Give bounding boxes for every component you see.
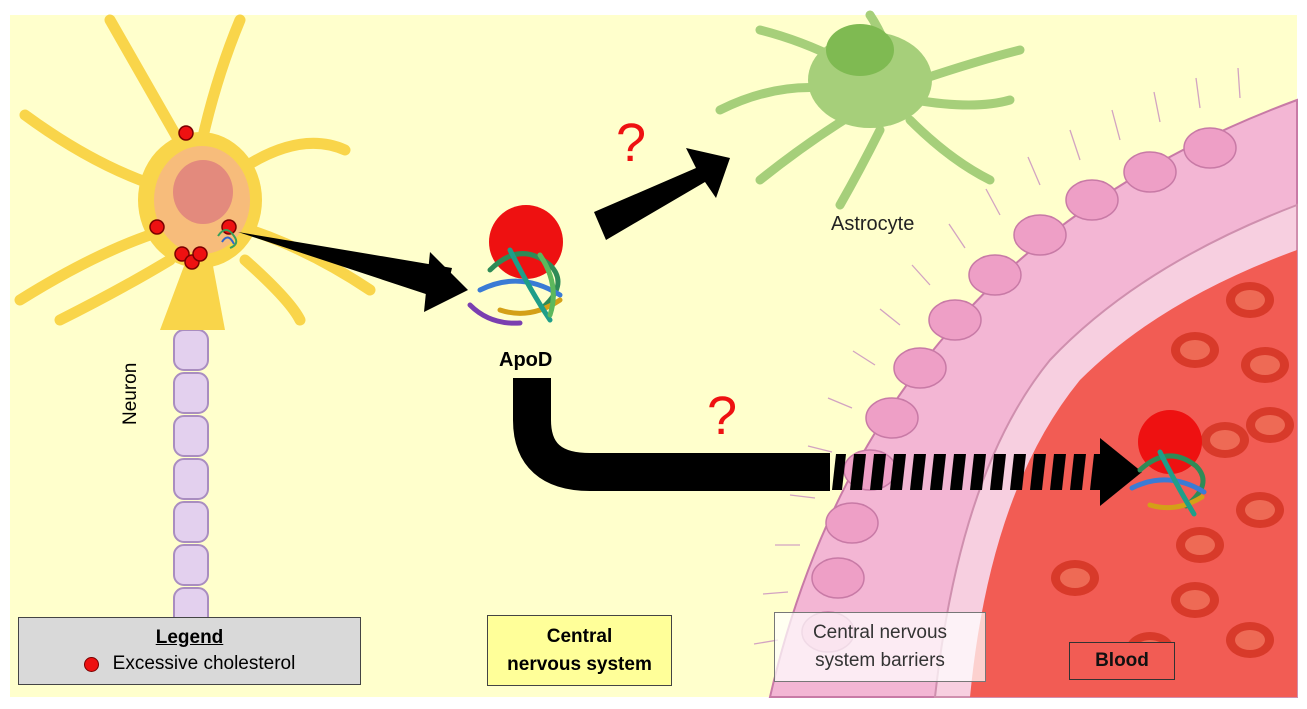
astrocyte-label: Astrocyte bbox=[831, 213, 915, 235]
barrier-region-label: Central nervous system barriers bbox=[774, 612, 986, 682]
cns-region-label: Central nervous system bbox=[487, 615, 672, 686]
legend-item-label: Excessive cholesterol bbox=[112, 653, 296, 674]
blood-region-label: Blood bbox=[1069, 642, 1175, 680]
apod-protein-main bbox=[467, 205, 563, 326]
arrow-apod-to-blood-head bbox=[1100, 438, 1142, 506]
cholesterol-dot-icon bbox=[83, 656, 99, 672]
arrow-neuron-to-apod bbox=[238, 232, 452, 300]
barrier-label-line-1: Central nervous bbox=[812, 622, 948, 643]
cns-label-line-2: nervous system bbox=[507, 653, 652, 675]
apod-label: ApoD bbox=[499, 349, 553, 371]
barrier-label-line-2: system barriers bbox=[815, 650, 945, 671]
legend-item: Excessive cholesterol bbox=[83, 653, 296, 675]
question-mark-blood: ? bbox=[707, 386, 738, 446]
arrow-apod-to-blood bbox=[513, 378, 830, 491]
arrow-neuron-to-apod-head bbox=[424, 252, 468, 312]
cns-label-line-1: Central bbox=[546, 625, 613, 647]
barrier-cells bbox=[801, 127, 1237, 653]
arrow-apod-to-astrocyte bbox=[594, 148, 730, 240]
barrier-cilia bbox=[753, 67, 1241, 645]
cholesterol-dots bbox=[149, 125, 237, 270]
blood-label-text: Blood bbox=[1095, 650, 1149, 671]
legend-box: Legend Excessive cholesterol bbox=[18, 617, 361, 685]
legend-title: Legend bbox=[155, 627, 224, 648]
arrow-apod-to-blood-dashes bbox=[832, 454, 1104, 490]
neuron-cell bbox=[14, 14, 376, 330]
neuron-axon bbox=[173, 329, 209, 672]
neuron-label: Neuron bbox=[120, 362, 141, 425]
neuron-apod-protein bbox=[217, 229, 238, 249]
question-mark-astrocyte: ? bbox=[616, 113, 647, 173]
apod-protein-blood bbox=[1129, 410, 1207, 517]
astrocyte-cell bbox=[715, 10, 1025, 210]
